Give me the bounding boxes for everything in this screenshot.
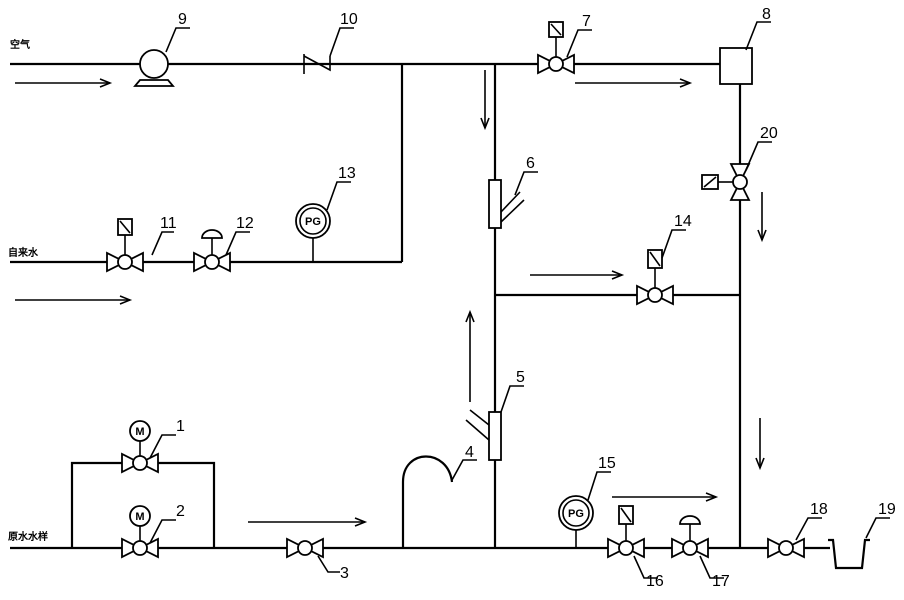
label-16: 16 xyxy=(646,573,664,590)
label-8: 8 xyxy=(762,6,771,23)
solenoid-valve-16 xyxy=(607,505,645,559)
regulator-valve-17 xyxy=(671,515,709,559)
motor-label-1: M xyxy=(135,426,144,438)
gooseneck-pipe xyxy=(401,455,454,548)
drain-trough xyxy=(828,538,870,570)
flow-arrow-source-water xyxy=(248,517,368,527)
inlet-label-source-water: 原水水样 xyxy=(8,530,48,543)
label-3: 3 xyxy=(340,565,349,582)
pressure-gauge-15 xyxy=(558,495,594,548)
y-strainer-5 xyxy=(465,409,502,461)
bypass-loop-pipe xyxy=(70,461,216,548)
label-10: 10 xyxy=(340,11,358,28)
label-20: 20 xyxy=(760,125,778,142)
solenoid-valve-11 xyxy=(106,218,144,273)
check-valve xyxy=(303,54,331,74)
leader-lines xyxy=(149,21,890,579)
flow-arrow-tap-water xyxy=(15,295,133,305)
label-7: 7 xyxy=(582,13,591,30)
label-17: 17 xyxy=(712,573,730,590)
label-5: 5 xyxy=(516,369,525,386)
label-14: 14 xyxy=(674,213,692,230)
flow-arrow-mid-right xyxy=(530,270,625,280)
inlet-label-air: 空气 xyxy=(10,38,30,51)
label-2: 2 xyxy=(176,503,185,520)
inlet-label-tap-water: 自来水 xyxy=(8,246,39,259)
regulator-valve-12 xyxy=(193,229,231,273)
flow-arrow-down-right-upper xyxy=(757,192,767,243)
flow-arrow-to-tank xyxy=(575,78,693,88)
solenoid-valve-14 xyxy=(636,249,674,306)
flow-arrow-down-center xyxy=(480,70,490,131)
label-13: 13 xyxy=(338,165,356,182)
flow-arrow-down-right-lower xyxy=(755,418,765,471)
motor-label-2: M xyxy=(135,511,144,523)
solenoid-valve-20 xyxy=(701,163,751,201)
solenoid-valve-7 xyxy=(537,21,575,75)
motor-valve-2 xyxy=(121,505,159,559)
gauge-label-13: PG xyxy=(305,216,321,228)
label-4: 4 xyxy=(465,444,474,461)
label-9: 9 xyxy=(178,11,187,28)
gauge-label-15: PG xyxy=(568,508,584,520)
air-pump xyxy=(133,49,175,87)
label-6: 6 xyxy=(526,155,535,172)
manual-valve-3 xyxy=(286,537,324,559)
label-19: 19 xyxy=(878,501,896,518)
label-12: 12 xyxy=(236,215,254,232)
pressure-gauge-13 xyxy=(295,203,331,262)
flow-arrow-air xyxy=(15,78,113,88)
tank-8 xyxy=(719,47,753,85)
flow-arrow-bottom-right xyxy=(612,492,719,502)
label-11: 11 xyxy=(160,215,177,232)
label-1: 1 xyxy=(176,418,185,435)
flow-arrow-up-center xyxy=(465,309,475,402)
y-strainer-6 xyxy=(488,179,525,229)
motor-valve-1 xyxy=(121,420,159,474)
label-15: 15 xyxy=(598,455,616,472)
manual-valve-18 xyxy=(767,537,805,559)
label-18: 18 xyxy=(810,501,828,518)
